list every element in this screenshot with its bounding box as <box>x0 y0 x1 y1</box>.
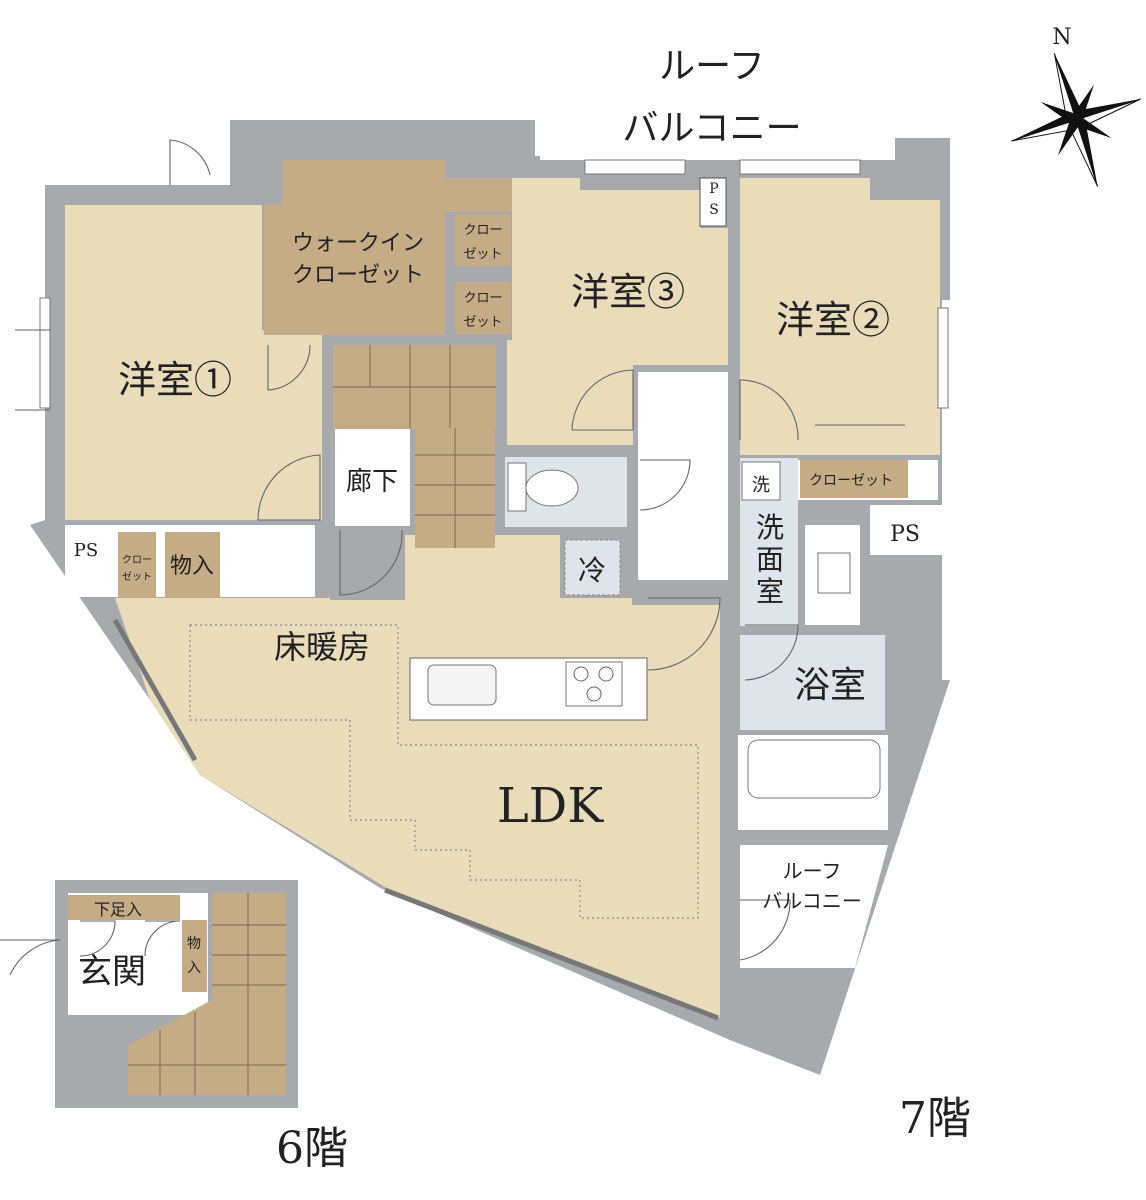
washer-box <box>741 461 781 501</box>
storage-left <box>165 532 220 598</box>
closet-left <box>118 532 156 598</box>
shoe-storage-label: 下足入 <box>94 900 142 919</box>
roof-balcony-inner <box>535 48 885 156</box>
diagonal-windows <box>112 618 719 1021</box>
ldk-floor <box>115 535 720 1018</box>
compass-north-label: N <box>1052 25 1071 50</box>
hallway-area <box>335 428 410 526</box>
roof-balcony-bottom-area <box>740 845 888 968</box>
floor-6-label: 6階 <box>276 1123 348 1174</box>
windows <box>39 159 949 409</box>
floor-6-plan: 下足入 玄関 物 入 6階 <box>0 880 348 1174</box>
room-3-label: 洋室③ <box>571 270 685 314</box>
shoe-storage <box>68 895 180 920</box>
door-swings <box>15 139 905 961</box>
washer-label: 洗 <box>752 475 770 496</box>
closet-left-line1: クロー <box>122 554 152 566</box>
floor-7-label: 7階 <box>899 1093 971 1144</box>
ldk-label: LDK <box>497 778 604 834</box>
storage-left-label: 物入 <box>170 554 214 579</box>
storage-6f <box>182 920 207 992</box>
room-1-floor <box>65 205 322 520</box>
room-2-floor <box>740 178 940 455</box>
staircase-6f <box>128 893 286 1095</box>
staircase-lines <box>333 345 496 548</box>
floor-heating-label: 床暖房 <box>274 628 370 666</box>
storage-6f-line2: 入 <box>187 960 201 976</box>
floor-heating-outline <box>189 624 699 919</box>
storage-6f-line1: 物 <box>187 936 201 952</box>
washroom-line1: 洗 <box>756 511 784 544</box>
burner-1 <box>573 666 589 682</box>
walkin-closet-line2: クローゼット <box>292 263 424 288</box>
closet-room2 <box>800 460 908 498</box>
closet-small-1-line2: ゼット <box>463 247 502 262</box>
burner-2 <box>598 666 614 682</box>
entrance-label: 玄関 <box>78 952 146 992</box>
closet-small-2 <box>455 282 511 334</box>
closet-small-2-line1: クロー <box>463 291 502 306</box>
hallway-label: 廊下 <box>346 467 398 497</box>
room-2-label: 洋室② <box>776 298 890 342</box>
washroom-line3: 室 <box>756 575 784 608</box>
ps-top-line1: P <box>709 181 718 197</box>
bathroom-area <box>740 635 885 730</box>
ps-left-label: PS <box>74 540 98 561</box>
ps-right-label: PS <box>890 522 920 547</box>
washbasin <box>817 552 851 594</box>
floor6-doors <box>0 920 181 976</box>
ps-top-line2: S <box>709 202 719 218</box>
bathtub <box>747 739 881 799</box>
ps-right-box <box>870 505 942 555</box>
closet-small-1-line1: クロー <box>463 223 502 238</box>
walkin-closet-floor <box>264 160 512 335</box>
closet-small-2-line2: ゼット <box>463 315 502 330</box>
roof-balcony-top-line1: ルーフ <box>659 46 765 87</box>
roof-balcony-top-line2: バルコニー <box>622 108 801 149</box>
walkin-closet-line1: ウォークイン <box>292 231 424 256</box>
fridge-space <box>564 539 621 596</box>
compass-rose: N <box>1011 25 1141 187</box>
toilet-tank <box>507 462 527 512</box>
staircase-6f-lines <box>128 893 286 1095</box>
closet-left-line2: ゼット <box>122 571 152 583</box>
room-1-label: 洋室① <box>118 358 232 402</box>
ps-top-box <box>699 177 727 227</box>
roof-balcony-bottom-line2: バルコニー <box>762 889 862 913</box>
closet-room2-label: クローゼット <box>809 473 893 489</box>
bathroom-label: 浴室 <box>794 665 866 706</box>
closet-small-1 <box>455 214 511 266</box>
washroom-line2: 面 <box>756 543 784 576</box>
corridor-right <box>638 372 728 580</box>
toilet-bowl <box>525 469 579 507</box>
floor-7-plan: ルーフ バルコニー P S ウォークイン クローゼット クロー ゼット クロー … <box>15 42 971 1144</box>
room-3-floor <box>507 178 728 445</box>
burner-3 <box>586 686 602 702</box>
kitchen-sink <box>427 664 497 706</box>
stove <box>565 661 623 707</box>
roof-balcony-bottom-line1: ルーフ <box>783 859 842 883</box>
fridge-label: 冷 <box>578 554 606 587</box>
